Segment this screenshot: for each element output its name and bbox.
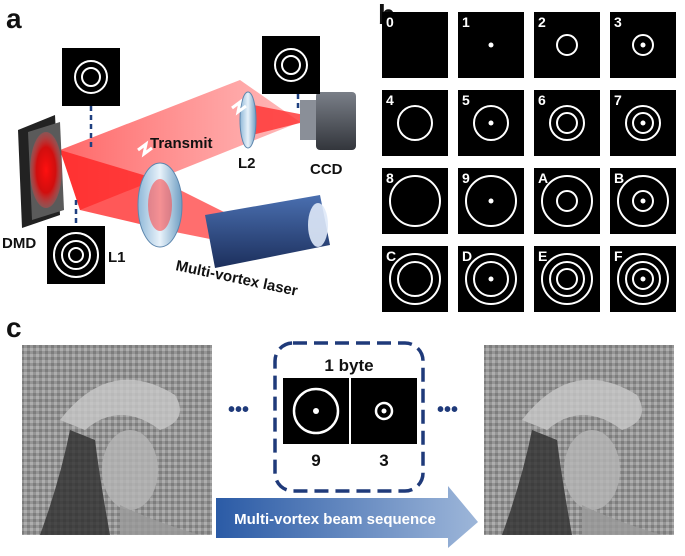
ring: [397, 105, 433, 141]
ring: [625, 105, 661, 141]
received-image: [484, 345, 674, 535]
ring: [465, 253, 517, 305]
ring: [389, 175, 441, 227]
grid-cell-A: A: [534, 168, 600, 234]
grid-cell-label: C: [386, 248, 396, 264]
grid-cell-label: 8: [386, 170, 394, 186]
ring: [473, 261, 509, 297]
ring: [617, 175, 669, 227]
grid-cell-2: 2: [534, 12, 600, 78]
grid-cell-8: 8: [382, 168, 448, 234]
grid-cell-7: 7: [610, 90, 676, 156]
encoding-grid: 0 1 2 3 4 5 6 7 8 9 A B C D E F: [382, 12, 676, 312]
ring: [556, 112, 578, 134]
lens-l2: [239, 91, 257, 149]
byte-label: 1 byte: [324, 356, 373, 375]
grid-cell-label: 1: [462, 14, 470, 30]
ring: [632, 112, 654, 134]
grid-cell-label: A: [538, 170, 548, 186]
grid-cell-5: 5: [458, 90, 524, 156]
ring: [625, 261, 661, 297]
beam-to-ccd: [248, 104, 320, 136]
grid-cell-F: F: [610, 246, 676, 312]
grid-cell-4: 4: [382, 90, 448, 156]
center-dot: [488, 198, 494, 204]
grid-cell-label: 5: [462, 92, 470, 108]
laser-body: [205, 195, 330, 268]
transmit-label: Transmit: [150, 135, 213, 152]
inset-bottom: [47, 226, 105, 284]
ring: [549, 261, 585, 297]
ring: [473, 105, 509, 141]
inset-ccd: [262, 36, 320, 94]
arrow-label: Multi-vortex beam sequence: [234, 511, 436, 528]
byte-cell-left: [283, 378, 349, 444]
ring: [389, 253, 441, 305]
panel-label-a: a: [6, 3, 22, 34]
ring: [617, 253, 669, 305]
grid-cell-3: 3: [610, 12, 676, 78]
grid-cell-9: 9: [458, 168, 524, 234]
l2-label: L2: [238, 155, 256, 172]
digit-right: 3: [379, 451, 388, 470]
ccd-body: [316, 92, 356, 150]
digit-left: 9: [311, 451, 320, 470]
grid-cell-label: 2: [538, 14, 546, 30]
grid-cell-6: 6: [534, 90, 600, 156]
ellipsis-left: •••: [228, 399, 249, 421]
l1-label: L1: [108, 249, 126, 266]
grid-cell-label: 4: [386, 92, 394, 108]
ring: [541, 175, 593, 227]
grid-cell-label: E: [538, 248, 547, 264]
grid-cell-E: E: [534, 246, 600, 312]
grid-cell-1: 1: [458, 12, 524, 78]
grid-cell-label: 6: [538, 92, 546, 108]
ring: [465, 175, 517, 227]
ring: [632, 34, 654, 56]
ring: [549, 105, 585, 141]
sequence-arrow: [216, 486, 478, 548]
center-dot: [640, 198, 646, 204]
inset-top: [62, 48, 120, 106]
center-dot: [640, 120, 646, 126]
byte-cell-right: [351, 378, 417, 444]
break-mark-right: [231, 98, 247, 116]
laser-label: Multi-vortex laser: [174, 257, 299, 299]
ring: [397, 261, 433, 297]
grid-cell-B: B: [610, 168, 676, 234]
panel-label-c: c: [6, 312, 22, 343]
grid-cell-0: 0: [382, 12, 448, 78]
break-mark-left: [137, 140, 153, 158]
center-dot: [488, 276, 494, 282]
grid-cell-label: 3: [614, 14, 622, 30]
original-image: [22, 345, 212, 535]
grid-cell-label: 7: [614, 92, 622, 108]
grid-cell-label: B: [614, 170, 624, 186]
ellipsis-right: •••: [437, 399, 458, 421]
ring: [632, 190, 654, 212]
grid-cell-C: C: [382, 246, 448, 312]
center-dot: [488, 42, 494, 48]
dmd-label: DMD: [2, 235, 36, 252]
ccd-label: CCD: [310, 161, 343, 178]
laser-aperture: [308, 203, 328, 247]
ring: [632, 268, 654, 290]
grid-cell-D: D: [458, 246, 524, 312]
grid-cell-label: 0: [386, 14, 394, 30]
ring: [541, 253, 593, 305]
byte-box: [273, 341, 425, 493]
center-dot: [640, 276, 646, 282]
grid-cell-label: D: [462, 248, 472, 264]
ring: [556, 268, 578, 290]
ring: [556, 190, 578, 212]
grid-cell-label: 9: [462, 170, 470, 186]
center-dot: [640, 42, 646, 48]
dmd-spot: [30, 132, 62, 208]
center-dot: [488, 120, 494, 126]
grid-cell-label: F: [614, 248, 623, 264]
ring: [556, 34, 578, 56]
